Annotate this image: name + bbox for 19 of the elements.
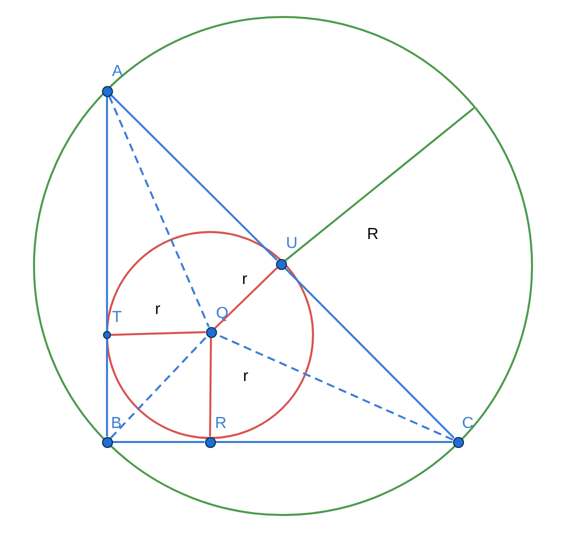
point-label: C	[462, 416, 474, 432]
line-segment	[214, 267, 278, 329]
line-segment	[106, 339, 108, 436]
dashed-line	[108, 96, 210, 328]
line-segment	[110, 331, 206, 336]
point-label: U	[286, 236, 298, 252]
point-label: B	[111, 416, 122, 432]
point-label: Q	[216, 306, 228, 322]
dashed-line	[110, 335, 208, 439]
line-segment	[110, 94, 278, 261]
point-label: A	[112, 64, 123, 80]
point-label: T	[112, 310, 122, 326]
line-segment	[284, 107, 475, 262]
line-segment	[112, 441, 204, 443]
point-label: R	[215, 416, 227, 432]
line-segment	[209, 337, 212, 437]
line-segment	[216, 441, 452, 443]
line-segment	[106, 96, 108, 331]
line-segment	[284, 267, 455, 439]
